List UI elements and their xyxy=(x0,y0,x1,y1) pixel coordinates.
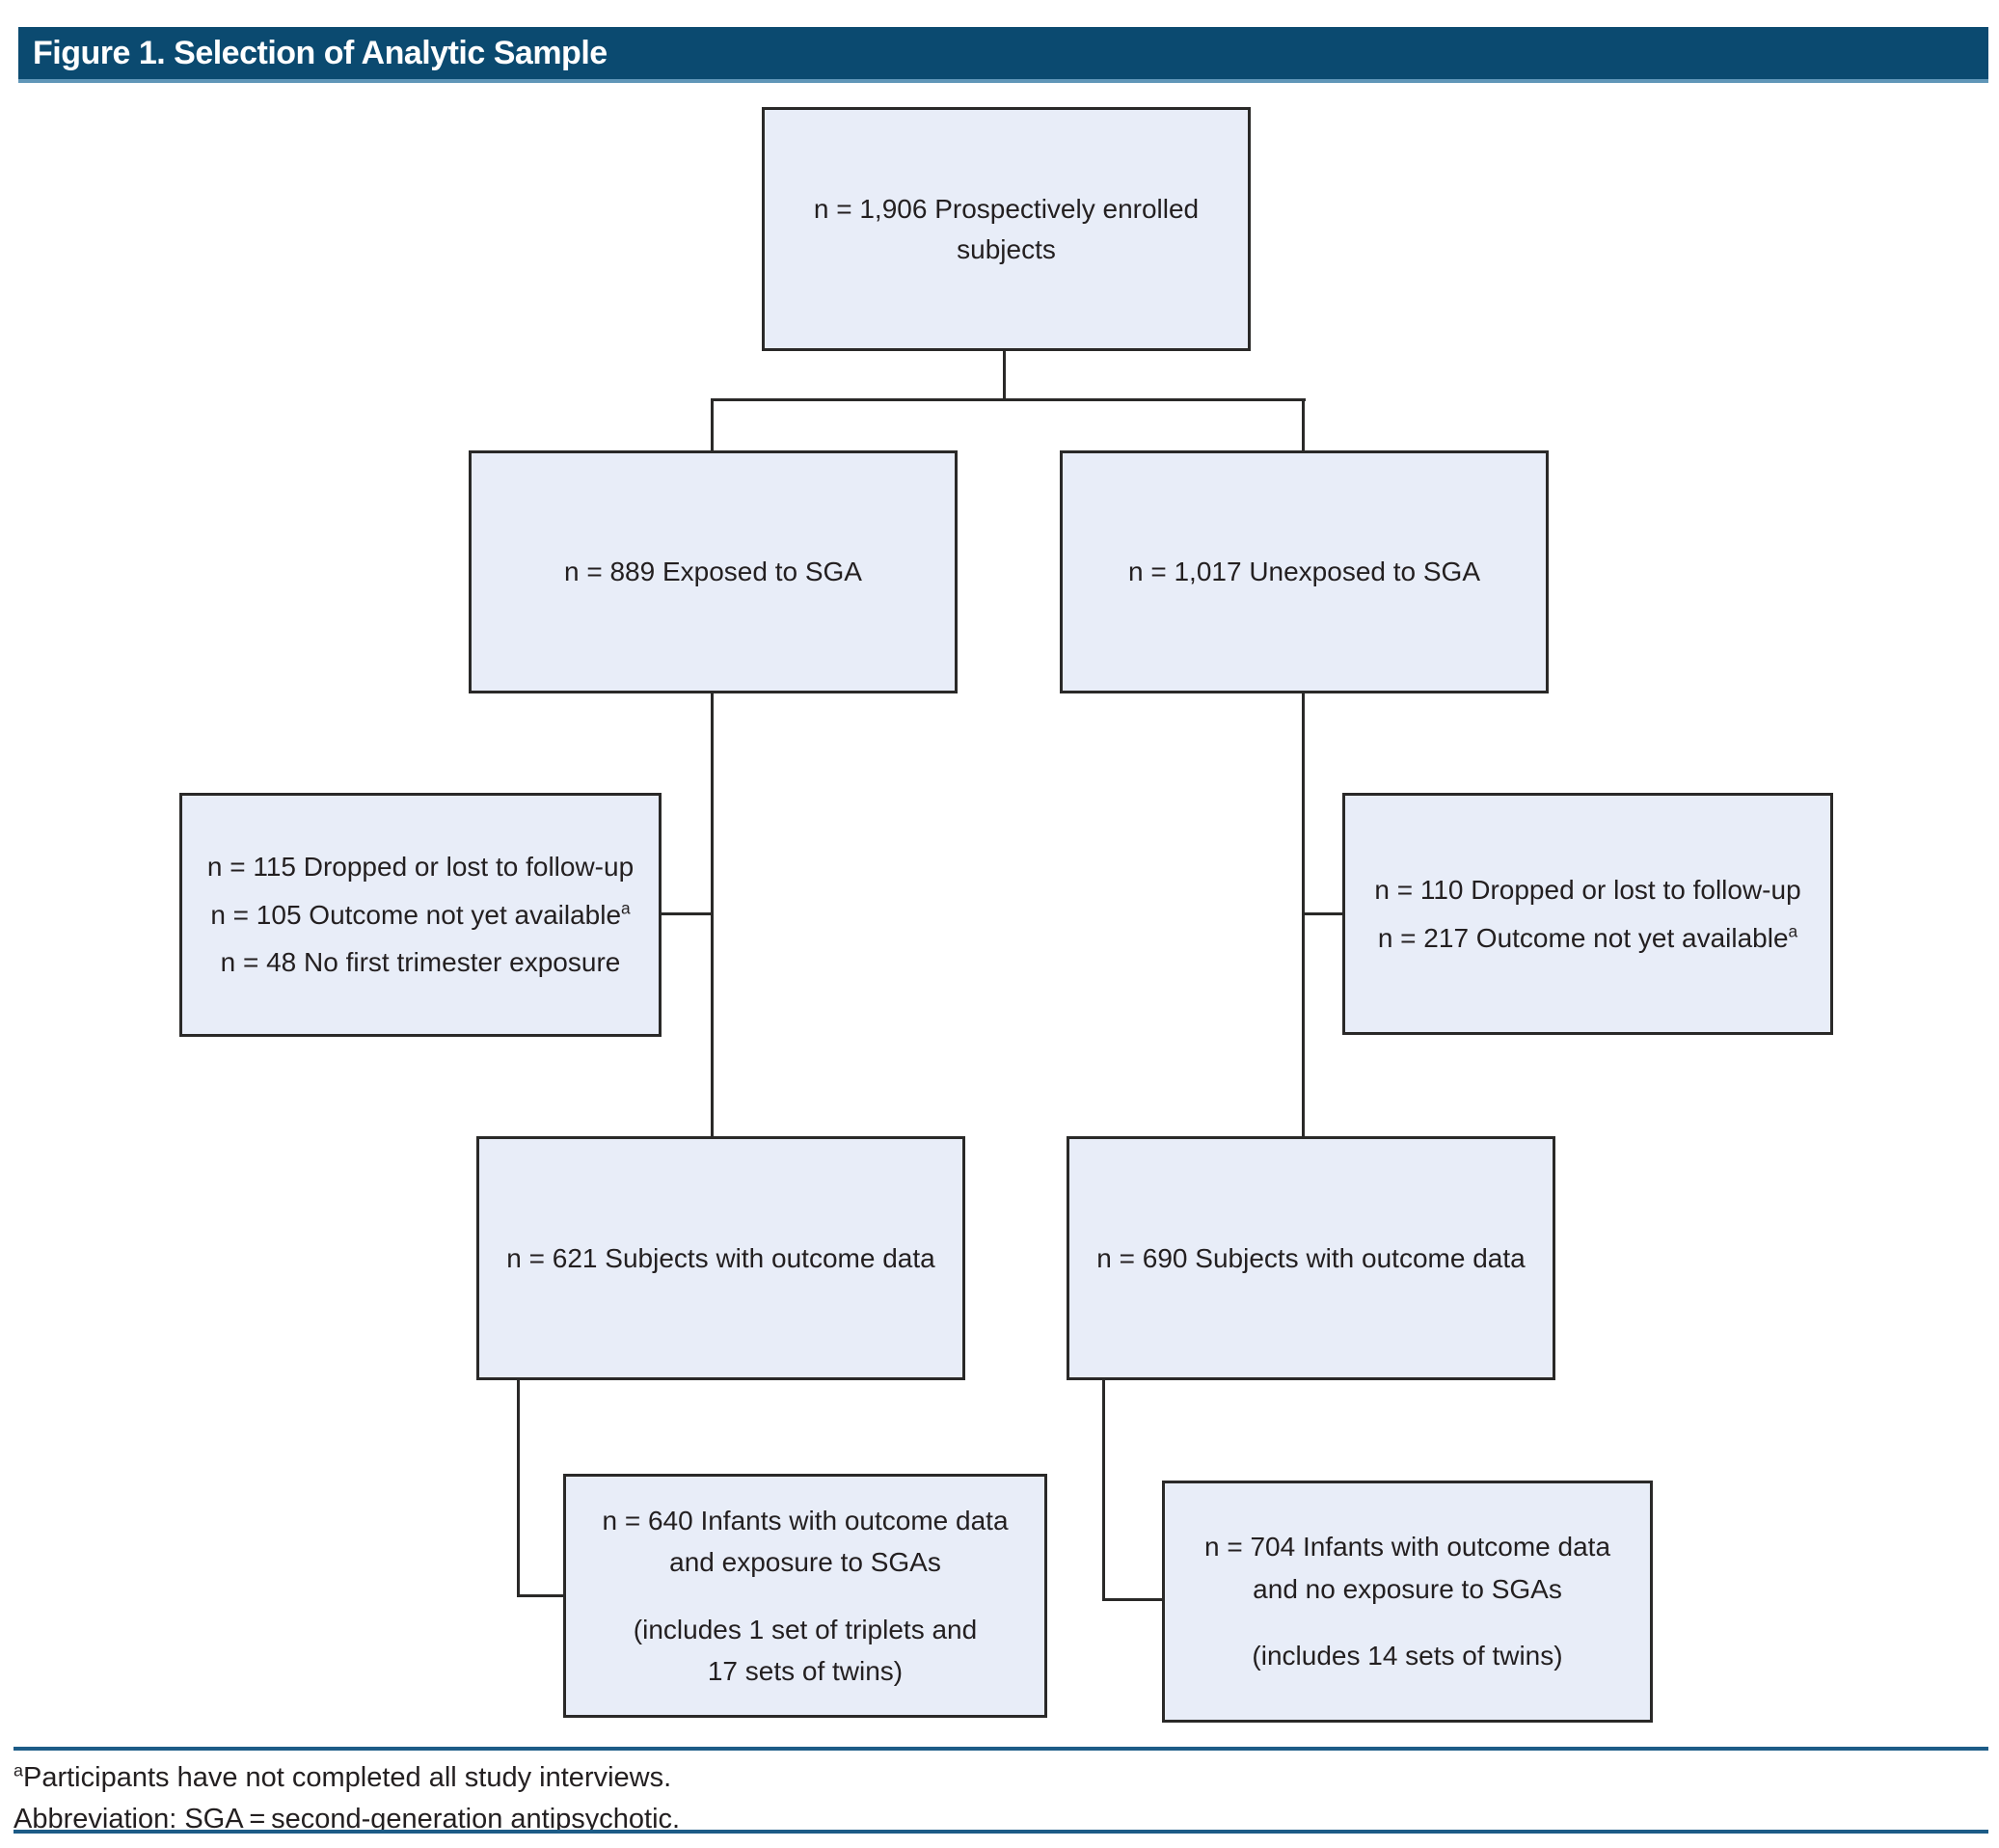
connector-unexposed-excluded-stub xyxy=(1303,912,1344,915)
unexposed-excluded-line1: n = 110 Dropped or lost to follow-up xyxy=(1374,874,1801,905)
box-exposed-excluded: n = 115 Dropped or lost to follow-up n =… xyxy=(179,793,662,1037)
box-unexposed-infants: n = 704 Infants with outcome data and no… xyxy=(1162,1481,1653,1723)
connector-exposed-infants-down xyxy=(517,1380,520,1597)
figure-title-bar: Figure 1. Selection of Analytic Sample xyxy=(18,27,1988,83)
exposed-infants-line4: 17 sets of twins) xyxy=(707,1655,904,1686)
box-enrolled-line1: n = 1,906 Prospectively enrolled xyxy=(813,193,1200,224)
connector-exposed-drop xyxy=(711,398,714,450)
unexposed-infants-para1: n = 704 Infants with outcome data and no… xyxy=(1204,1526,1610,1610)
box-enrolled-line2: subjects xyxy=(957,233,1056,264)
connector-exposed-infants-right xyxy=(517,1594,565,1597)
box-exposed-line1: n = 889 Exposed to SGA xyxy=(564,557,862,586)
exposed-excluded-line2: n = 105 Outcome not yet availablea xyxy=(210,898,631,930)
exposed-infants-line1: n = 640 Infants with outcome data xyxy=(602,1505,1009,1535)
connector-unexposed-infants-right xyxy=(1102,1598,1164,1601)
figure-title: Figure 1. Selection of Analytic Sample xyxy=(33,34,608,71)
box-enrolled: n = 1,906 Prospectively enrolled subject… xyxy=(762,107,1251,351)
connector-unexposed-drop xyxy=(1302,398,1305,450)
connector-exposed-excluded-stub xyxy=(661,912,713,915)
exposed-infants-line3: (includes 1 set of triplets and xyxy=(633,1614,978,1644)
connector-enrolled-down xyxy=(1003,350,1006,401)
exposed-excluded-line3: n = 48 No first trimester exposure xyxy=(220,947,621,978)
exposed-infants-line2: and exposure to SGAs xyxy=(669,1547,941,1578)
footnote-top-rule xyxy=(14,1747,1988,1751)
abbreviation-line: Abbreviation: SGA = second-generation an… xyxy=(14,1803,681,1834)
figure-bottom-rule xyxy=(14,1830,1988,1834)
exposed-infants-para2: (includes 1 set of triplets and 17 sets … xyxy=(634,1609,977,1693)
unexposed-infants-line3: (includes 14 sets of twins) xyxy=(1252,1641,1563,1671)
box-unexposed-excluded: n = 110 Dropped or lost to follow-up n =… xyxy=(1342,793,1833,1035)
unexposed-infants-line1: n = 704 Infants with outcome data xyxy=(1203,1532,1611,1563)
footnote-text: Participants have not completed all stud… xyxy=(23,1762,672,1793)
box-exposed-outcome: n = 621 Subjects with outcome data xyxy=(476,1136,965,1380)
exposed-excluded-line1: n = 115 Dropped or lost to follow-up xyxy=(206,851,635,882)
box-exposed: n = 889 Exposed to SGA xyxy=(469,450,958,693)
connector-branch-horizontal xyxy=(711,398,1306,401)
exposed-infants-para1: n = 640 Infants with outcome data and ex… xyxy=(602,1500,1008,1584)
connector-unexposed-infants-down xyxy=(1102,1380,1105,1601)
footnote-marker: a xyxy=(14,1760,23,1780)
footnote-line: aParticipants have not completed all stu… xyxy=(14,1757,1981,1799)
footnote-marker-sup: a xyxy=(1788,921,1798,941)
unexposed-infants-line2: and no exposure to SGAs xyxy=(1253,1573,1562,1604)
box-exposed-infants: n = 640 Infants with outcome data and ex… xyxy=(563,1474,1047,1718)
unexposed-excluded-line2: n = 217 Outcome not yet availablea xyxy=(1377,921,1798,953)
box-unexposed: n = 1,017 Unexposed to SGA xyxy=(1060,450,1549,693)
footnotes: aParticipants have not completed all stu… xyxy=(14,1757,1981,1840)
unexposed-outcome-line1: n = 690 Subjects with outcome data xyxy=(1096,1242,1526,1273)
box-unexposed-outcome: n = 690 Subjects with outcome data xyxy=(1067,1136,1555,1380)
box-unexposed-line1: n = 1,017 Unexposed to SGA xyxy=(1127,557,1481,586)
footnote-marker-sup: a xyxy=(621,898,631,918)
unexposed-infants-para2: (includes 14 sets of twins) xyxy=(1252,1635,1562,1676)
exposed-outcome-line1: n = 621 Subjects with outcome data xyxy=(506,1242,935,1273)
